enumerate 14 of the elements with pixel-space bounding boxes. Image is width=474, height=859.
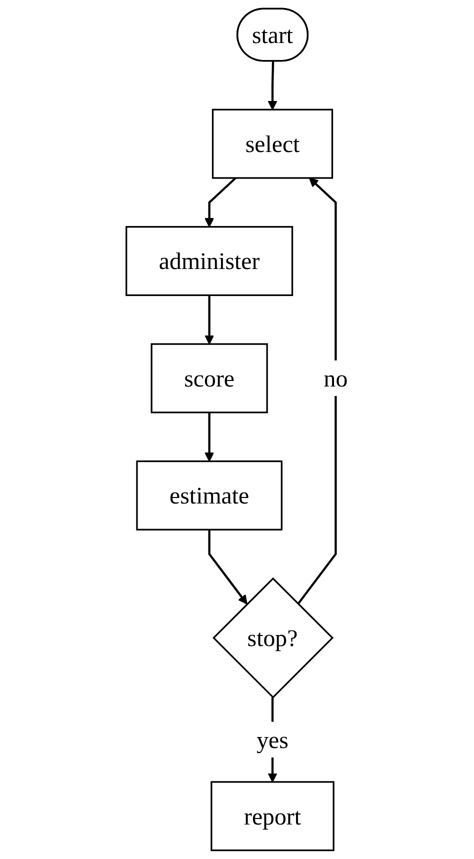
- arrow: [204, 412, 214, 462]
- node-box: administer: [126, 226, 294, 296]
- edge-label: yes: [256, 726, 288, 754]
- node-box: report: [210, 781, 334, 852]
- node-box: estimate: [136, 460, 282, 530]
- arrow: [208, 530, 248, 604]
- node-diamond: stop?: [212, 577, 334, 698]
- arrow: [268, 61, 278, 110]
- arrow: [204, 295, 214, 344]
- edge-label: no: [324, 364, 348, 392]
- arrow: [297, 178, 337, 605]
- arrow: [204, 177, 236, 228]
- node-box: select: [212, 108, 334, 179]
- node-box: score: [150, 343, 268, 414]
